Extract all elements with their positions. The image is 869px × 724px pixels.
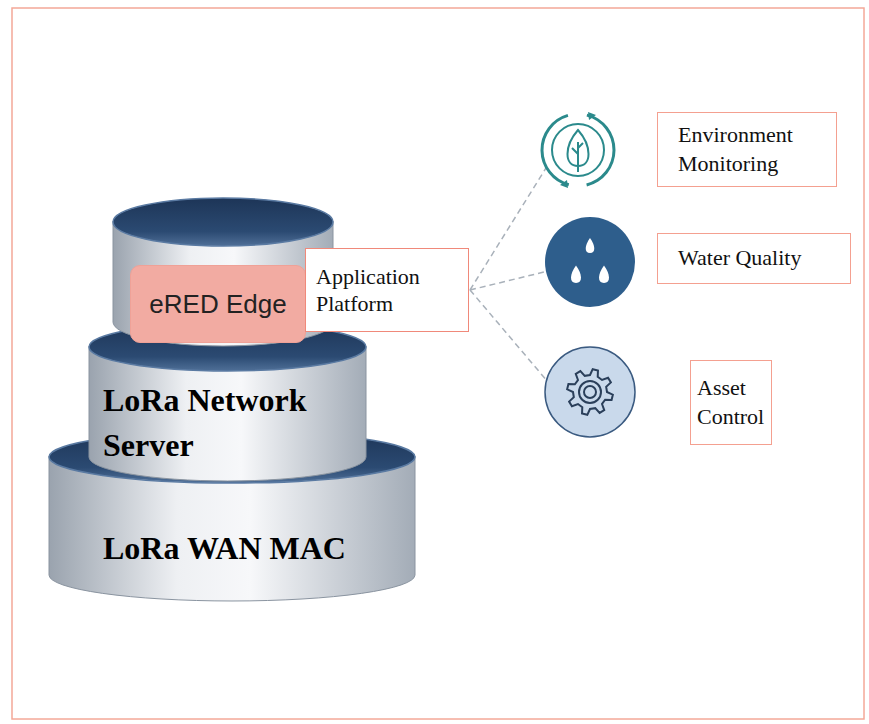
cylinder-top <box>113 198 333 246</box>
leader-lines <box>470 168 548 382</box>
edge-box: eRED Edge <box>130 265 306 343</box>
water-circle <box>545 217 635 307</box>
water-drop <box>571 266 581 284</box>
application-label-box: Asset Control <box>690 360 772 445</box>
node-label: LoRa Network Server <box>103 378 355 468</box>
cycle-arrow <box>560 180 568 188</box>
node-label: Asset Control <box>697 374 765 431</box>
cycle-arc <box>586 114 615 187</box>
gear-circle <box>545 347 635 437</box>
cylinder-body <box>49 456 415 601</box>
node-label: LoRa WAN MAC <box>103 528 406 570</box>
gear-hub <box>584 386 596 398</box>
water-icon <box>545 217 635 307</box>
water-drop <box>586 238 595 253</box>
application-label-box: Water Quality <box>657 233 851 284</box>
environment-icon <box>541 112 616 188</box>
node-label: eRED Edge <box>149 289 286 320</box>
asset-gear-icon <box>545 347 635 437</box>
cycle-arrow <box>588 112 596 120</box>
cylinder-top <box>49 431 415 483</box>
leaf-vein <box>572 142 583 172</box>
platform-box: Application Platform <box>305 248 469 332</box>
node-label: Application Platform <box>316 263 458 318</box>
frame-border <box>12 8 864 719</box>
water-drop <box>599 266 609 284</box>
node-label: Environment Monitoring <box>678 121 826 178</box>
inner-ring <box>552 124 604 176</box>
cylinder-top <box>89 323 366 371</box>
node-label: Water Quality <box>678 244 840 273</box>
application-label-box: Environment Monitoring <box>657 112 837 187</box>
gear-ring <box>579 381 601 403</box>
gear-teeth <box>567 369 613 415</box>
cycle-arc <box>541 114 570 186</box>
